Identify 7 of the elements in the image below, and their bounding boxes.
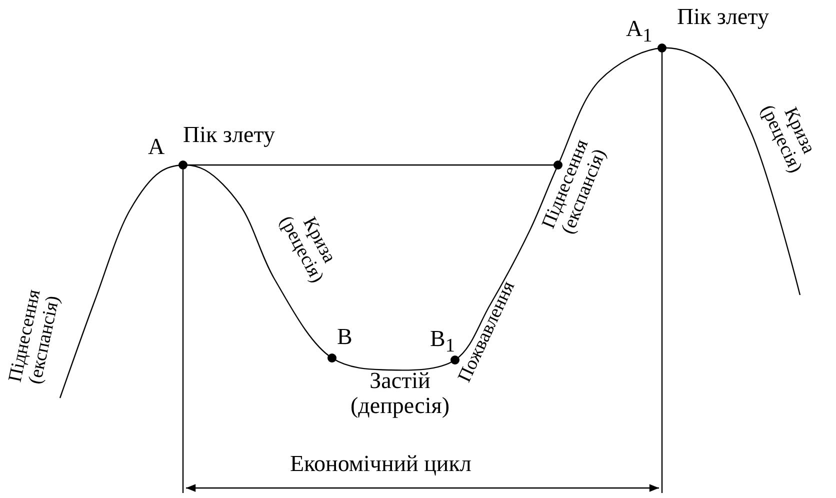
peak-label: Пік злету	[183, 122, 275, 148]
point-label: A$_{1}$	[626, 16, 652, 47]
point-label: B	[337, 324, 352, 350]
point-label: A	[148, 134, 165, 160]
point-label: B$_{1}$	[430, 326, 455, 357]
peak-label: Пік злету	[677, 4, 769, 30]
cycle-label: Економічний цикл	[290, 451, 472, 476]
